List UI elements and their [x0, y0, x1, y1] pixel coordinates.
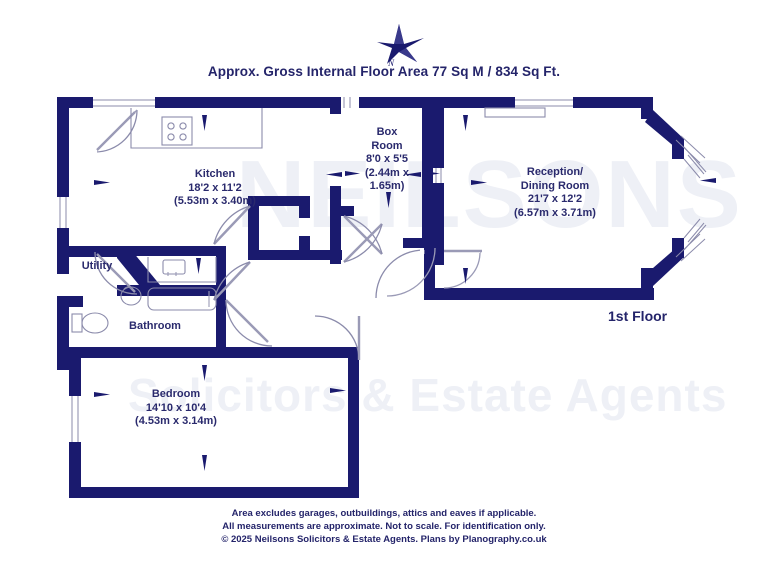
dimension-arrows: [94, 115, 716, 471]
room-label-bathroom: Bathroom: [112, 320, 198, 334]
room-label-bedroom: Bedroom 14'10 x 10'4 (4.53m x 3.14m): [110, 388, 242, 429]
room-dim-imperial-bedroom: 14'10 x 10'4: [145, 401, 207, 414]
room-label-box-room: Box Room 8'0 x 5'5 (2.44m x 1.65m): [343, 126, 431, 194]
north-arrow-icon: N: [377, 24, 424, 68]
page-title: Approx. Gross Internal Floor Area 77 Sq …: [207, 64, 561, 79]
wc-cistern: [71, 313, 83, 333]
footer-disclaimer: Area excludes garages, outbuildings, att…: [0, 508, 768, 546]
room-dim-imperial-box-room: 8'0 x 5'5: [366, 153, 408, 165]
room-name-reception-line2: Dining Room: [520, 179, 590, 192]
footer-line-1: Area excludes garages, outbuildings, att…: [231, 508, 537, 519]
room-name-reception-line1: Reception/: [526, 166, 584, 178]
room-name-kitchen: Kitchen: [194, 168, 236, 180]
footer-line-2: All measurements are approximate. Not to…: [222, 520, 546, 532]
utility-counter: [147, 257, 217, 283]
windows: [57, 97, 707, 442]
room-name-bedroom: Bedroom: [151, 388, 201, 400]
room-dim-metric-box-room-line1: (2.44m x: [364, 166, 410, 179]
room-dim-metric-kitchen: (5.53m x 3.40m): [174, 195, 256, 207]
kitchen-counter: [130, 108, 263, 149]
reception-unit: [484, 107, 546, 118]
floor-level-label: 1st Floor: [608, 308, 668, 324]
wc-pan: [81, 312, 109, 334]
room-dim-metric-reception: (6.57m x 3.71m): [514, 206, 596, 219]
footer-line-3: © 2025 Neilsons Solicitors & Estate Agen…: [221, 533, 547, 545]
room-label-utility: Utility: [68, 260, 126, 274]
room-name-bathroom: Bathroom: [129, 320, 181, 332]
bath: [147, 287, 217, 311]
appliance: [162, 259, 186, 275]
room-label-kitchen: Kitchen 18'2 x 11'2 (5.53m x 3.40m): [147, 168, 283, 209]
room-dim-metric-bedroom: (4.53m x 3.14m): [135, 415, 217, 427]
fixtures: [71, 107, 546, 334]
room-name-utility: Utility: [81, 260, 113, 272]
room-dim-imperial-kitchen: 18'2 x 11'2: [188, 181, 242, 194]
room-name-box-room-line1: Box: [376, 126, 398, 138]
room-dim-imperial-reception: 21'7 x 12'2: [527, 193, 583, 205]
svg-text:N: N: [387, 58, 395, 68]
hob: [161, 116, 193, 146]
basin: [120, 286, 142, 306]
room-dim-metric-box-room-line2: 1.65m): [369, 180, 405, 192]
doors: [93, 108, 482, 361]
room-label-reception-dining: Reception/ Dining Room 21'7 x 12'2 (6.57…: [489, 166, 621, 220]
room-name-box-room-line2: Room: [371, 139, 403, 152]
